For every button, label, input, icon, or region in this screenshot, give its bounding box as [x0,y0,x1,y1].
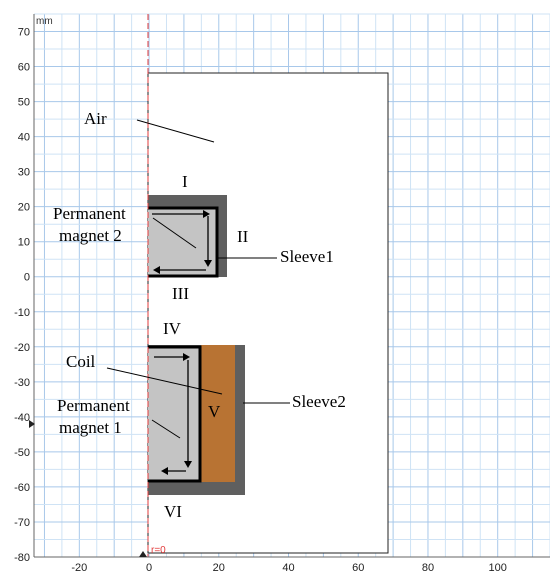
magnet-1-border [148,345,202,483]
y-axis-marker-icon [29,420,35,428]
region-vi-label: VI [164,502,182,521]
pm1-leader-line [151,419,181,439]
pm2-label-line1: Permanent [53,204,126,223]
x-tick-label: 40 [282,562,294,574]
x-tick-label: 20 [213,562,225,574]
region-iv-label: IV [163,319,182,338]
air-leader-line [136,119,215,143]
unit-label: mm [36,16,53,27]
magnet-2-arrowhead-right [203,210,210,218]
region-v-label: V [208,402,221,421]
y-tick-label: -10 [14,307,30,319]
x-tick-label: 60 [352,562,364,574]
y-tick-label: 30 [18,167,30,179]
region-i-label: I [182,172,188,191]
coil-region[interactable] [201,345,235,482]
magnet-1-arrowhead-down [184,461,192,468]
magnet-2-border [148,206,219,278]
region-iii-label: III [172,284,189,303]
x-tick-label: 80 [422,562,434,574]
sleeve2-label: Sleeve2 [292,392,346,411]
y-tick-label: 50 [18,97,30,109]
sleeve1-label: Sleeve1 [280,247,334,266]
x-tick-label: 100 [489,562,507,574]
y-tick-label: 20 [18,202,30,214]
y-tick-label: -80 [14,552,30,564]
x-axis-marker-icon [139,551,147,557]
y-tick-label: -30 [14,377,30,389]
pm1-label-line2: magnet 1 [59,418,122,437]
y-tick-label: -20 [14,342,30,354]
axis-frame [33,14,550,558]
pm2-leader-line [152,217,197,249]
y-tick-label: 70 [18,27,30,39]
y-tick-label: -60 [14,482,30,494]
magnet-1-arrowhead-left [161,467,168,475]
coil-leader-line [106,367,223,395]
pm1-label-line1: Permanent [57,396,130,415]
y-tick-label: 0 [24,272,30,284]
magnet-1-arrowhead-right [183,353,190,361]
pm2-label-line2: magnet 2 [59,226,122,245]
y-tick-label: 10 [18,237,30,249]
permanent-magnet-2[interactable] [148,208,217,276]
magnet-2-arrowhead-down [204,260,212,267]
x-axis-ticks: -20 0 20 40 60 80 100 [71,562,507,574]
air-label: Air [84,109,107,128]
region-ii-label: II [237,227,249,246]
y-tick-label: 40 [18,132,30,144]
permanent-magnet-1[interactable] [148,347,200,480]
x-tick-label: -20 [71,562,87,574]
coil-label: Coil [66,352,96,371]
y-tick-label: -50 [14,447,30,459]
x-tick-label: 0 [146,562,152,574]
y-tick-label: -70 [14,517,30,529]
y-axis-ticks: 70 60 50 40 30 20 10 0 -10 -20 -30 -40 -50 -60 -70 -80 [14,27,30,564]
axis-marker-label: r=0 [151,545,166,556]
magnet-2-arrowhead-left [153,266,160,274]
y-tick-label: 60 [18,62,30,74]
y-tick-label: -40 [14,412,30,424]
